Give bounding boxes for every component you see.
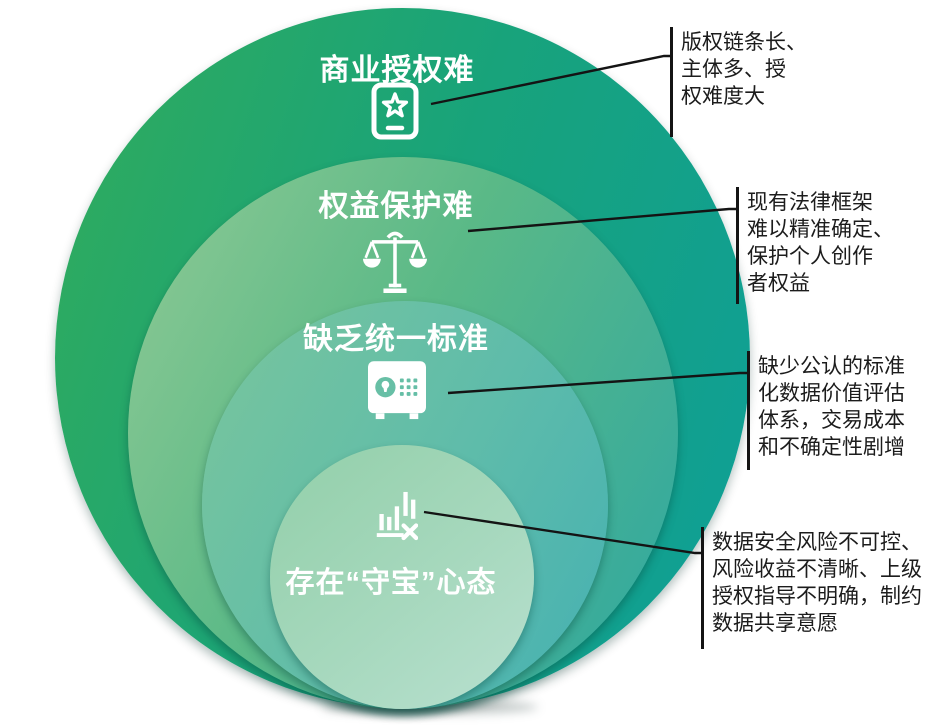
circle-layer-4 [270, 445, 534, 709]
balance-scale-icon [363, 224, 427, 306]
layer-4-title: 存在“守宝”心态 [285, 567, 497, 599]
connector-line-1 [430, 54, 672, 106]
bar-chart-x-icon [372, 486, 419, 542]
layer-1-title: 商业授权难 [319, 54, 475, 87]
certificate-star-icon [371, 82, 419, 140]
callout-2-bar [736, 187, 739, 304]
callout-1-text: 版权链条长、 主体多、授 权难度大 [681, 31, 807, 108]
callout-2-text: 现有法律框架 难以精准确定、 保护个人创作 者权益 [747, 191, 894, 295]
connector-line-2 [467, 207, 738, 233]
callout-4-text: 数据安全风险不可控、 风险收益不清晰、上级 授权指导不明确，制约 数据共享意愿 [712, 531, 922, 635]
layer-3-title: 缺乏统一标准 [303, 323, 489, 356]
connector-line-3 [447, 371, 749, 395]
safe-box-icon [368, 360, 426, 424]
connector-line-4 [423, 510, 703, 555]
callout-4-bar [701, 527, 704, 649]
callout-3-bar [747, 351, 750, 470]
layer-2-title: 权益保护难 [318, 190, 474, 223]
callout-3-text: 缺少公认的标准 化数据价值评估 体系，交易成本 和不确定性剧增 [758, 355, 905, 459]
callout-1-bar [670, 27, 673, 137]
